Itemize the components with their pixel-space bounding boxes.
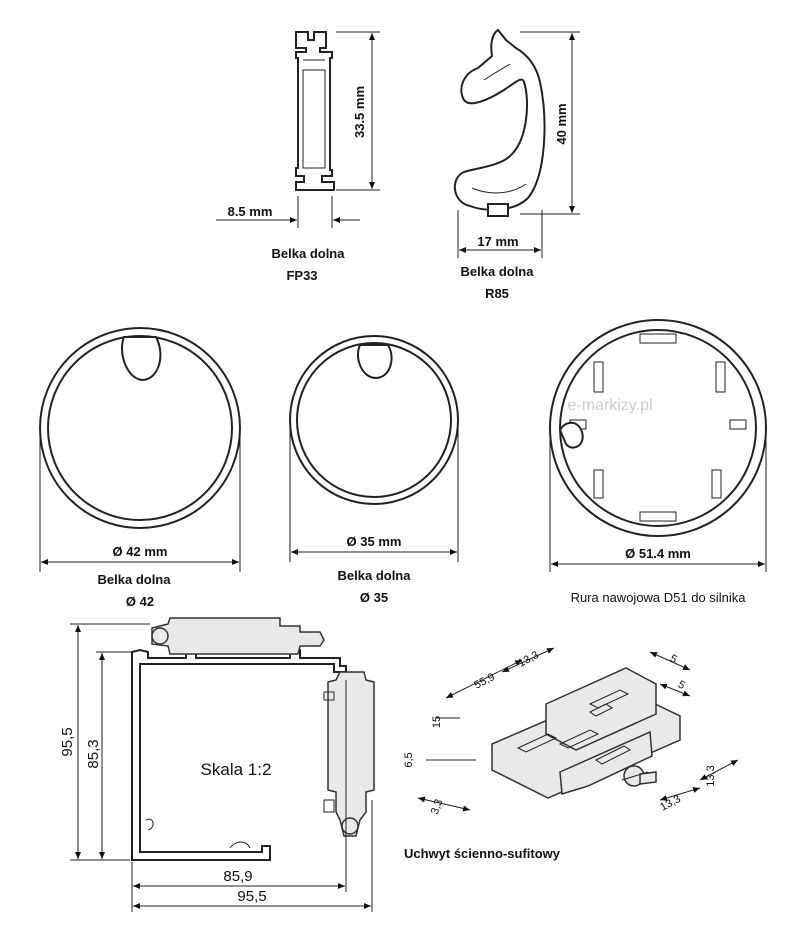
d42-diameter-label: Ø 42 mm bbox=[113, 544, 168, 559]
bracket-dim-7: 5 bbox=[676, 679, 687, 692]
bracket-drawing bbox=[491, 667, 681, 799]
fp33-width-dimension: 8.5 mm bbox=[216, 196, 360, 228]
r85-profile bbox=[454, 28, 546, 217]
bracket-dim-4: 15 bbox=[431, 716, 443, 728]
bracket-dim-5: 6,5 bbox=[403, 752, 415, 767]
r85-height-label: 40 mm bbox=[554, 103, 569, 144]
r85-name-line2: R85 bbox=[485, 286, 509, 301]
d42-diameter-dimension: Ø 42 mm bbox=[39, 430, 241, 572]
fp33-name-line2: FP33 bbox=[286, 268, 317, 283]
box-inner-width-dimension: 85,9 bbox=[131, 680, 347, 912]
fp33-profile bbox=[295, 31, 335, 191]
d42-name-line2: Ø 42 bbox=[126, 594, 154, 609]
fp33-width-label: 8.5 mm bbox=[228, 204, 273, 219]
box-outer-height-dimension: 95,5 bbox=[59, 623, 150, 861]
box-scale-label: Skala 1:2 bbox=[201, 760, 272, 779]
r85-width-label: 17 mm bbox=[477, 234, 518, 249]
watermark-text: e-markizy.pl bbox=[567, 397, 652, 414]
r85-name-line1: Belka dolna bbox=[461, 264, 535, 279]
fp33-height-dimension: 33.5 mm bbox=[336, 31, 380, 191]
bracket-dim-6: 13,3 bbox=[705, 765, 717, 786]
box-outer-width-label: 95,5 bbox=[237, 888, 266, 905]
fp33-name-line1: Belka dolna bbox=[272, 246, 346, 261]
d51-name-label: Rura nawojowa D51 do silnika bbox=[571, 590, 747, 605]
r85-height-dimension: 40 mm bbox=[520, 31, 580, 215]
box-inner-width-label: 85,9 bbox=[223, 868, 252, 885]
bracket-dimension-lines bbox=[417, 647, 739, 812]
bracket-dim-2: 13,3 bbox=[516, 649, 541, 670]
d51-diameter-label: Ø 51.4 mm bbox=[625, 546, 691, 561]
d35-diameter-label: Ø 35 mm bbox=[347, 534, 402, 549]
box-inner-height-label: 85,3 bbox=[85, 739, 102, 768]
bracket-dim-9: 3,3 bbox=[429, 798, 446, 816]
d42-name-line1: Belka dolna bbox=[98, 572, 172, 587]
bracket-dim-8: 13,3 bbox=[658, 793, 683, 814]
box-profile bbox=[131, 617, 375, 861]
bracket-dim-3: 5 bbox=[668, 653, 679, 666]
d35-tube bbox=[289, 335, 459, 505]
d51-diameter-dimension: Ø 51.4 mm bbox=[549, 430, 767, 572]
d51-tube bbox=[549, 319, 767, 537]
r85-width-dimension: 17 mm bbox=[457, 210, 543, 258]
d35-name-line2: Ø 35 bbox=[360, 590, 388, 605]
d35-diameter-dimension: Ø 35 mm bbox=[289, 420, 459, 562]
d42-tube bbox=[39, 327, 241, 529]
box-outer-height-label: 95,5 bbox=[59, 727, 76, 756]
d35-name-line1: Belka dolna bbox=[338, 568, 412, 583]
fp33-height-label: 33.5 mm bbox=[352, 86, 367, 138]
box-inner-height-dimension: 85,3 bbox=[85, 651, 132, 859]
box-outer-width-dimension: 95,5 bbox=[133, 800, 373, 912]
bracket-name-label: Uchwyt ścienno-sufitowy bbox=[404, 846, 561, 861]
